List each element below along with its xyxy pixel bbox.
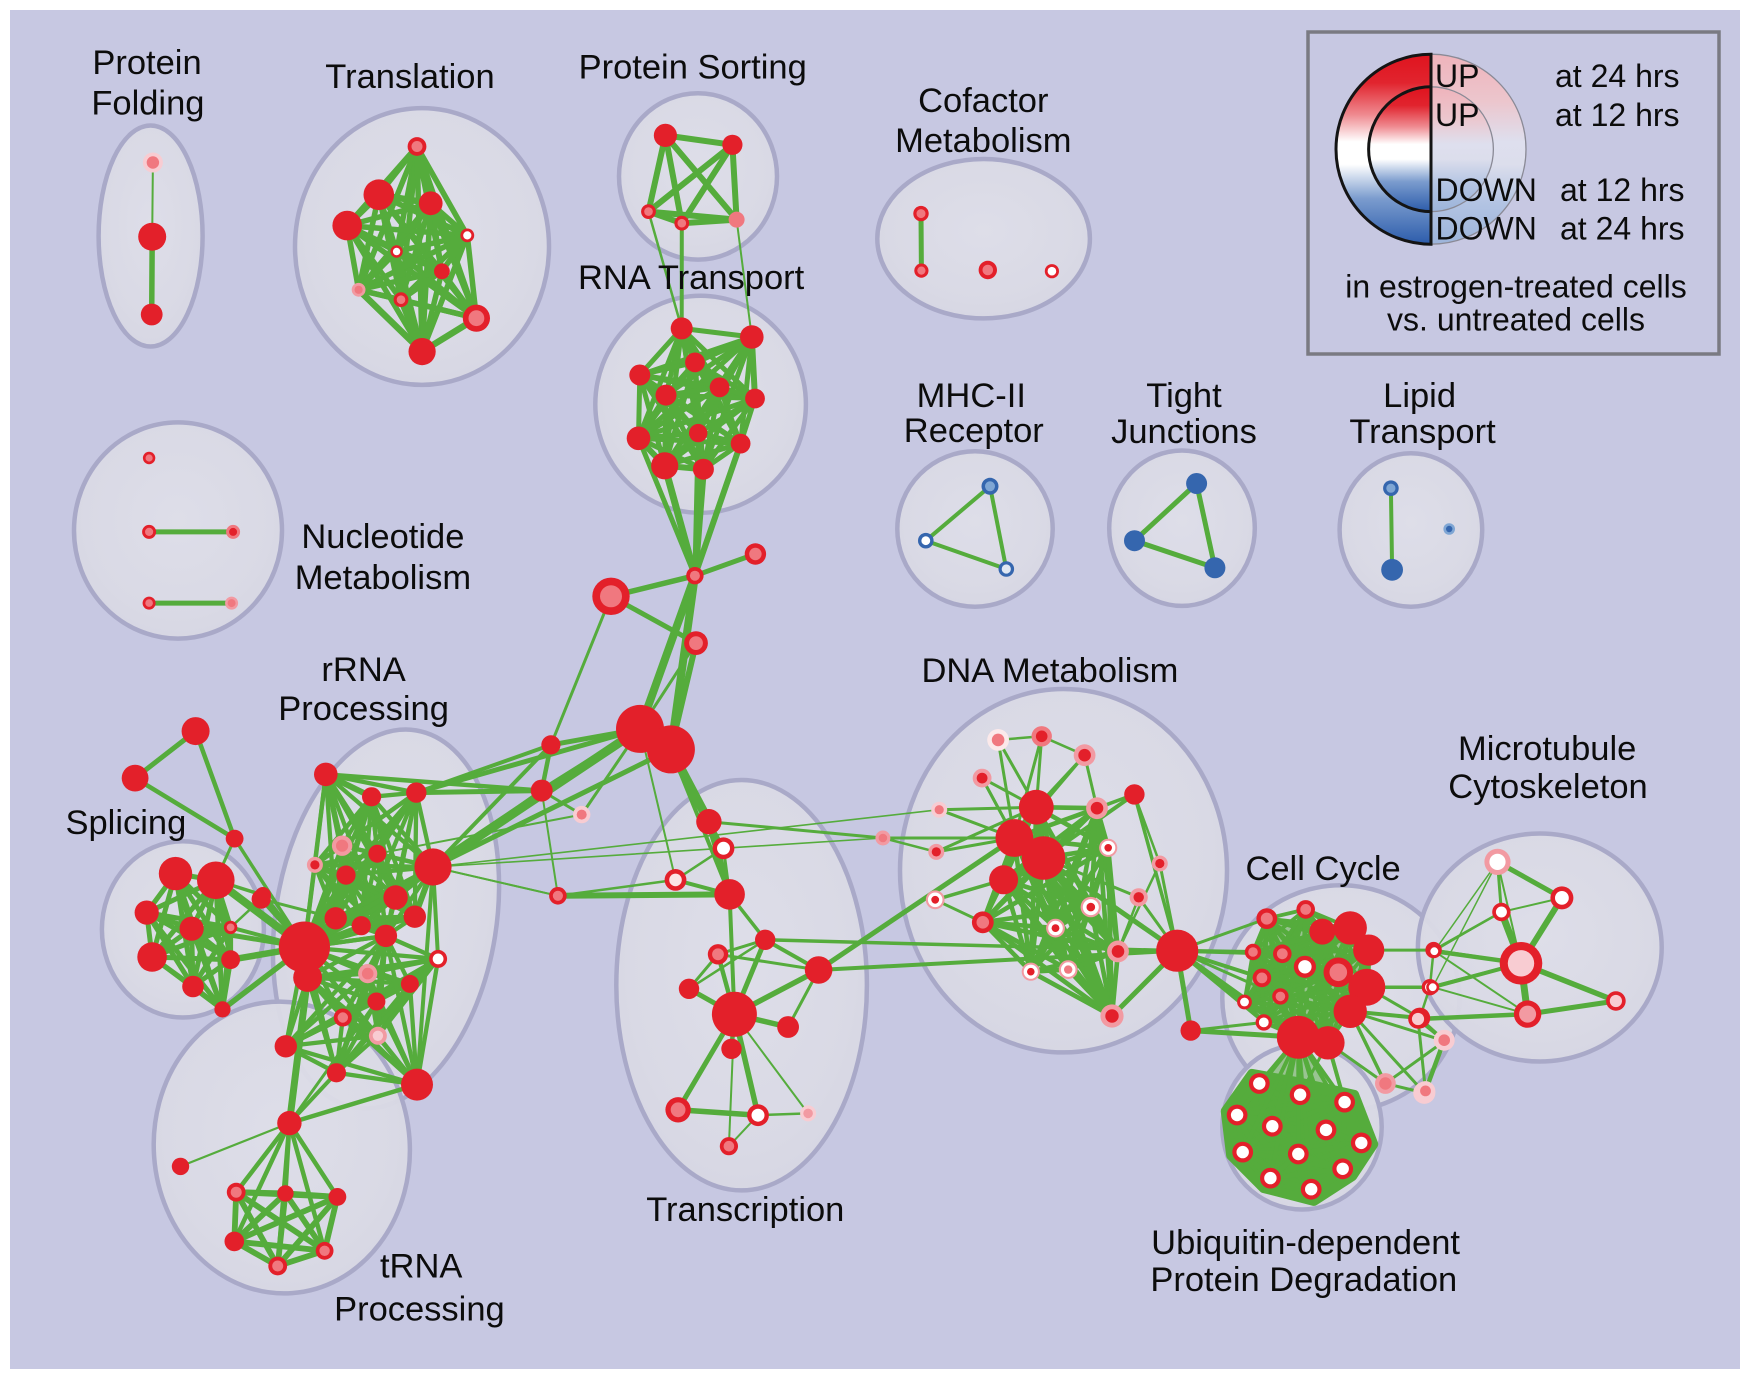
svg-text:RNA Transport: RNA Transport bbox=[578, 259, 805, 297]
svg-text:in estrogen-treated cells: in estrogen-treated cells bbox=[1345, 269, 1687, 305]
svg-text:Transport: Transport bbox=[1349, 413, 1496, 451]
svg-text:Tight: Tight bbox=[1146, 377, 1222, 415]
svg-text:at 12 hrs: at 12 hrs bbox=[1555, 97, 1680, 133]
svg-text:vs. untreated cells: vs. untreated cells bbox=[1387, 302, 1645, 338]
svg-text:Cell Cycle: Cell Cycle bbox=[1245, 850, 1400, 888]
svg-text:Cofactor: Cofactor bbox=[918, 82, 1048, 120]
svg-text:Ubiquitin-dependent: Ubiquitin-dependent bbox=[1151, 1224, 1460, 1262]
svg-text:Cytoskeleton: Cytoskeleton bbox=[1448, 768, 1647, 806]
svg-text:rRNA: rRNA bbox=[321, 651, 405, 689]
svg-text:Protein: Protein bbox=[92, 44, 201, 82]
svg-text:Protein Degradation: Protein Degradation bbox=[1150, 1261, 1457, 1299]
svg-text:DNA Metabolism: DNA Metabolism bbox=[921, 652, 1178, 690]
svg-text:MHC-II: MHC-II bbox=[917, 377, 1026, 415]
svg-text:Junctions: Junctions bbox=[1111, 413, 1257, 451]
svg-text:Protein Sorting: Protein Sorting bbox=[579, 49, 807, 87]
svg-text:Metabolism: Metabolism bbox=[295, 559, 471, 597]
svg-text:Transcription: Transcription bbox=[646, 1191, 844, 1229]
svg-text:Lipid: Lipid bbox=[1383, 377, 1456, 415]
svg-text:at 24 hrs: at 24 hrs bbox=[1560, 211, 1685, 247]
svg-text:at 12 hrs: at 12 hrs bbox=[1560, 172, 1685, 208]
svg-text:DOWN: DOWN bbox=[1436, 211, 1537, 247]
svg-text:DOWN: DOWN bbox=[1436, 172, 1537, 208]
svg-text:Metabolism: Metabolism bbox=[895, 122, 1071, 160]
svg-text:at 24 hrs: at 24 hrs bbox=[1555, 58, 1680, 94]
svg-text:Processing: Processing bbox=[278, 690, 449, 728]
svg-text:Microtubule: Microtubule bbox=[1458, 730, 1636, 768]
svg-text:Receptor: Receptor bbox=[904, 412, 1044, 450]
svg-text:Processing: Processing bbox=[334, 1290, 505, 1328]
svg-text:Nucleotide: Nucleotide bbox=[301, 518, 464, 556]
svg-text:UP: UP bbox=[1435, 58, 1479, 94]
svg-text:Splicing: Splicing bbox=[65, 804, 186, 842]
svg-text:UP: UP bbox=[1435, 97, 1479, 133]
svg-text:Translation: Translation bbox=[325, 58, 494, 96]
svg-text:Folding: Folding bbox=[91, 85, 204, 123]
svg-text:tRNA: tRNA bbox=[380, 1248, 462, 1286]
